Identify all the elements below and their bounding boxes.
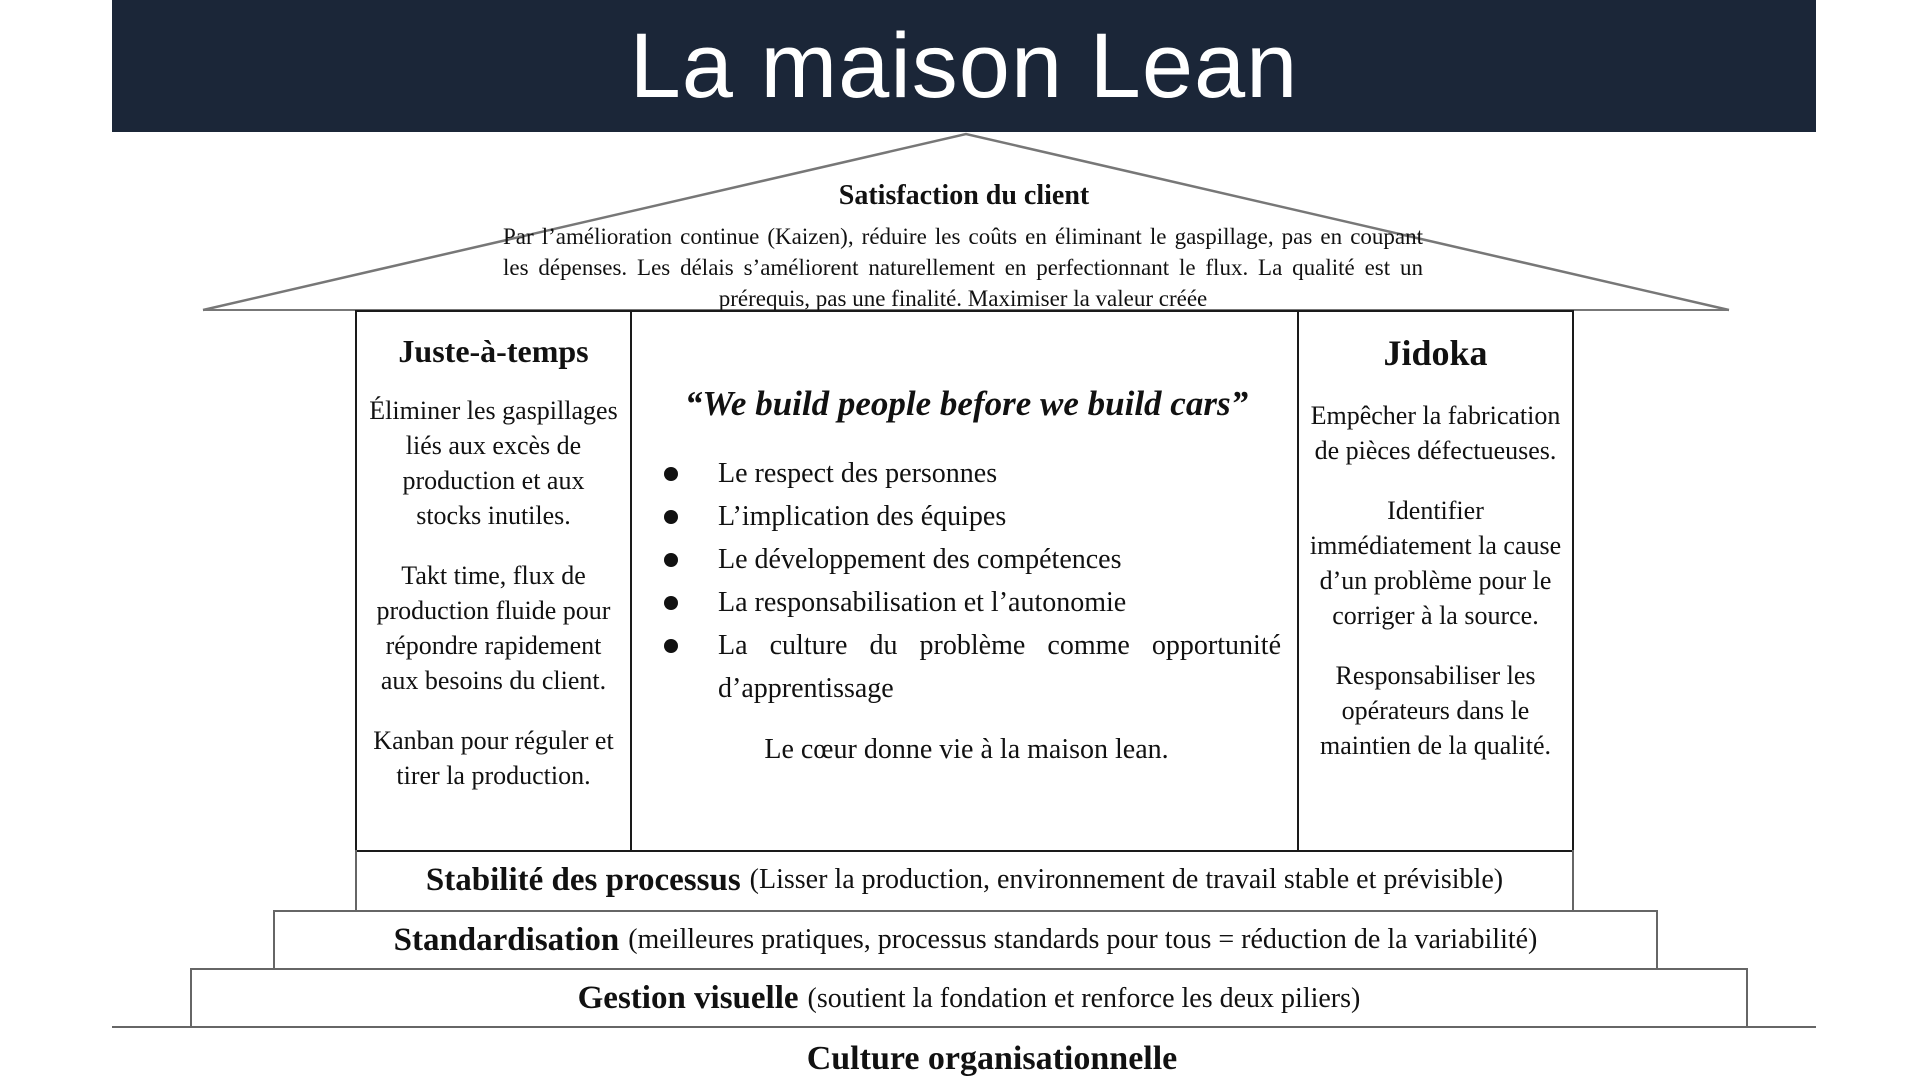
right-pillar-paragraph: Empêcher la fabrication de pièces défect… (1310, 400, 1561, 465)
left-pillar-paragraph: Kanban pour réguler et tirer la producti… (373, 726, 614, 791)
value-text: Le respect des personnes (718, 458, 998, 489)
right-pillar: Jidoka Empêcher la fabrication de pièces… (1297, 310, 1574, 852)
left-pillar-paragraph: Éliminer les gaspillages liés aux excès … (369, 396, 618, 531)
left-pillar: Juste-à-temps Éliminer les gaspillages l… (355, 310, 632, 852)
roof-heading: Satisfaction du client (838, 180, 1090, 211)
bullet-icon (664, 510, 678, 524)
standardisation-description: (meilleures pratiques, processus standar… (628, 924, 1538, 955)
culture-label: Culture organisationnelle (806, 1040, 1178, 1077)
bullet-icon (664, 553, 678, 567)
values-list: Le respect des personnes L’implication d… (652, 452, 1281, 710)
center-heart: “We build people before we build cars” L… (630, 310, 1299, 852)
bullet-icon (664, 467, 678, 481)
visual-management-description: (soutient la fondation et renforce les d… (807, 982, 1361, 1014)
visual-management-layer: Gestion visuelle (soutient la fondation … (190, 968, 1748, 1027)
list-item: Le développement des compétences (652, 538, 1281, 581)
value-text: La culture du problème comme opportunité… (718, 630, 1281, 704)
bullet-icon (664, 596, 678, 610)
roof-line (202, 132, 1730, 312)
page-title: La maison Lean (629, 14, 1299, 117)
stability-description: (Lisser la production, environnement de … (749, 864, 1504, 895)
visual-management-title: Gestion visuelle (577, 980, 799, 1016)
roof-text: Par l’amélioration continue (Kaizen), ré… (503, 224, 1423, 311)
center-quote: “We build people before we build cars” (684, 384, 1249, 423)
stability-title: Stabilité des processus (425, 861, 741, 898)
standardisation-layer: Standardisation (meilleures pratiques, p… (273, 910, 1658, 968)
standardisation-title: Standardisation (393, 921, 620, 958)
value-text: L’implication des équipes (718, 501, 1007, 532)
ground-line (112, 1026, 1816, 1028)
title-banner: La maison Lean (112, 0, 1816, 132)
value-text: Le développement des compétences (718, 544, 1122, 575)
stability-layer: Stabilité des processus (Lisser la produ… (355, 850, 1574, 910)
center-note: Le cœur donne vie à la maison lean. (764, 734, 1169, 765)
list-item: La responsabilisation et l’autonomie (652, 581, 1281, 624)
list-item: La culture du problème comme opportunité… (652, 624, 1281, 710)
right-pillar-title: Jidoka (1383, 333, 1488, 373)
left-pillar-paragraph: Takt time, flux de production fluide pou… (376, 561, 611, 696)
list-item: L’implication des équipes (652, 495, 1281, 538)
right-pillar-paragraph: Identifier immédiatement la cause d’un p… (1309, 495, 1562, 630)
bullet-icon (664, 639, 678, 653)
list-item: Le respect des personnes (652, 452, 1281, 495)
value-text: La responsabilisation et l’autonomie (718, 587, 1127, 618)
left-pillar-title: Juste-à-temps (398, 333, 589, 369)
right-pillar-paragraph: Responsabiliser les opérateurs dans le m… (1319, 660, 1552, 760)
